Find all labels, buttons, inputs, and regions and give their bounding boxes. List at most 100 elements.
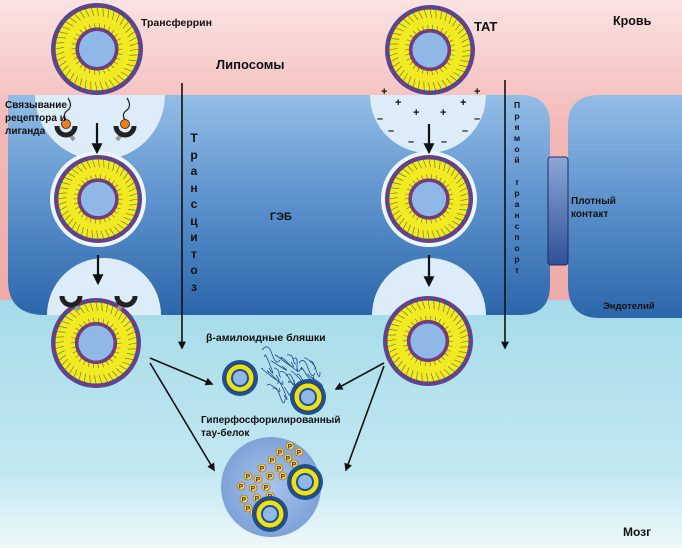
minus-charge: – [462,125,468,137]
transcytosis-letter: о [190,263,198,277]
phospho-glyph: P [260,466,265,473]
direct-transport-letter: о [514,144,520,154]
phospho-bead [243,471,253,481]
transcytosis-letter: з [191,279,197,294]
phospho-glyph: P [264,485,269,492]
nanoparticle-tau-1 [287,464,323,500]
phospho-glyph: P [278,450,283,457]
plus-charge: + [440,107,446,119]
phospho-glyph: P [239,484,244,491]
nanoparticle-tau-2 [252,496,288,532]
transcytosis-letter: ц [190,213,198,228]
direct-transport-letter: т [514,265,520,275]
transcytosis-letter: а [190,164,198,178]
phospho-glyph: P [277,466,282,473]
tat-charges: ++++++–––––– [377,86,480,148]
tau-protein-line-1: Гиперфосфорилированный [201,415,341,426]
lipid-heads [383,296,473,386]
phospho-glyph: P [246,474,251,481]
plus-charge: + [460,97,466,109]
tat-label: TAT [474,19,498,34]
direct-transport-letter [511,166,523,177]
liposome-transferrin [51,3,143,95]
receptor-exit-right [114,295,138,312]
phospho-bead [253,474,263,484]
receptor-binding-line-2: рецептора и [5,113,66,124]
tight-junction-line-1: Плотный [571,196,616,207]
tau-protein-label: Гиперфосфорилированный тау-белок [201,414,340,440]
direct-transport-letter: о [514,243,520,253]
minus-charge: – [474,113,480,125]
endothelium-label: Эндотелий [603,301,655,312]
plus-charge: + [413,107,419,119]
minus-charge: – [377,113,383,125]
phospho-glyph: P [255,496,260,503]
lipid-tails [55,302,137,384]
lipid-heads [385,5,475,95]
direct-transport-letter: я [514,122,520,132]
lipid-heads [54,155,142,243]
direct-transport-letter: с [514,221,520,231]
receptor-binding-line-3: лиганда [5,126,46,137]
endothelial-cell-right [568,95,682,318]
arrow-right-to-amyloid [334,362,385,390]
phospho-glyph: P [286,456,291,463]
liposome-right-brain [383,296,473,386]
phospho-glyph: P [251,486,256,493]
phospho-glyph: P [281,474,286,481]
receptor-binding-label: Связывание рецептора и лиганда [5,99,67,138]
liposome-left-brain [51,298,141,388]
liposomes-label: Липосомы [216,57,285,72]
phospho-glyph: P [256,477,261,484]
arrow-left-to-amyloid [149,357,214,386]
vesicle-pit-left-top [35,95,165,160]
phospho-bead [243,503,253,513]
liposome-right-in-bbb [381,151,477,247]
phospho-bead [285,441,295,451]
phospho-bead [275,447,285,457]
phospho-glyph: P [292,462,297,469]
receptor-binding-line-1: Связывание [5,100,67,111]
phospho-glyph: P [270,458,275,465]
bbb-label: ГЭБ [270,211,292,223]
plus-charge: + [381,86,387,98]
phospho-bead [267,455,277,465]
arrow-left-to-tau [149,362,215,472]
receptor-exit-left [59,295,83,312]
phospho-glyph: P [246,506,251,513]
plus-charge: + [395,97,401,109]
transcytosis-letter: н [190,180,198,195]
tight-junction [547,156,569,266]
phospho-bead [261,482,271,492]
transferrin-label: Трансферрин [141,17,212,29]
direct-transport-letter: р [514,254,520,264]
nanoparticle-amyloid-1 [222,360,258,396]
transcytosis-letter: Т [190,131,198,145]
transcytosis-letter: т [191,246,197,261]
direct-transport-letter: м [513,133,521,143]
phospho-glyph: P [242,497,247,504]
phospho-bead [265,471,275,481]
transcytosis-letter: р [190,147,198,162]
phospho-glyph: P [268,474,273,481]
phospho-bead [278,471,288,481]
amyloid-plaques-label: β-амилоидные бляшки [206,332,326,344]
lipid-heads [51,3,143,95]
direct-transport-letter: П [513,100,521,110]
lipid-heads [51,298,141,388]
phospho-glyph: P [297,450,302,457]
nanoparticle-amyloid-2 [290,379,326,415]
tight-junction-line-2: контакт [571,209,609,220]
phospho-bead [257,463,267,473]
lipid-tails [55,7,139,91]
direct-transport-letter: р [514,111,520,121]
lipid-heads [385,155,473,243]
plus-charge: + [474,86,480,98]
direct-transport-letter: п [514,232,520,242]
direct-transport-letter: а [514,199,520,209]
transcytosis-letter: с [190,197,198,211]
liposome-left-in-bbb [50,151,146,247]
